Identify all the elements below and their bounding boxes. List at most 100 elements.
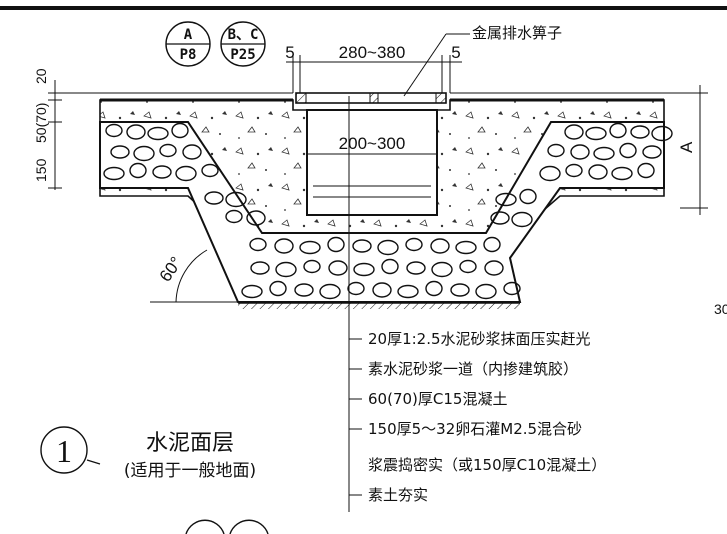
gravel-stone	[459, 259, 477, 274]
detail-number-underline	[86, 459, 101, 465]
layer-label-4: 浆震捣密实（或150厚C10混凝土）	[368, 456, 606, 474]
sheet-border-top	[0, 6, 727, 10]
gravel-stone	[372, 282, 392, 298]
gravel-stone	[204, 191, 224, 205]
gravel-stones	[103, 122, 673, 300]
ref-a-top: A	[184, 27, 193, 43]
gravel-layer	[99, 121, 665, 303]
gravel-stone	[503, 281, 521, 296]
dim-gap-left: 5	[285, 43, 294, 62]
gravel-stone	[159, 143, 177, 158]
gravel-stone	[651, 125, 673, 142]
gravel-stone	[630, 125, 650, 139]
dim-gap-right: 5	[451, 43, 460, 62]
layer-label-1: 素水泥砂浆一道（内掺建筑胶）	[368, 360, 578, 378]
gravel-stone	[609, 122, 627, 139]
gravel-stone	[275, 261, 297, 278]
gravel-stone	[593, 146, 615, 161]
gravel-stone	[565, 163, 583, 178]
ground-hatch	[238, 303, 520, 309]
gravel-stone	[152, 165, 172, 179]
angle-label: 60°	[156, 253, 186, 285]
gravel-stone	[241, 284, 263, 299]
layer-label-3: 150厚5～32卵石灌M2.5混合砂	[368, 420, 582, 438]
gravel-stone	[642, 145, 662, 159]
gravel-stone	[455, 240, 477, 255]
detail-subtitle: (适用于一般地面)	[124, 461, 256, 481]
gravel-stone	[484, 260, 504, 276]
gravel-stone	[182, 144, 202, 160]
partial-circle-left	[185, 519, 225, 534]
detail-number-circle	[40, 426, 88, 474]
ref-callout-bc: B、C P25	[220, 21, 266, 67]
gravel-stone	[637, 162, 655, 179]
gravel-stone	[110, 145, 130, 159]
gravel-stone	[425, 280, 443, 297]
gravel-stone	[405, 237, 423, 252]
gravel-stone	[511, 211, 533, 228]
gravel-stone	[588, 164, 608, 180]
dim-20: 20	[33, 68, 49, 84]
gravel-stone	[519, 188, 537, 205]
gravel-stone	[250, 261, 270, 275]
gravel-stone	[539, 165, 561, 182]
gravel-stone	[347, 281, 365, 296]
gravel-stone	[381, 258, 399, 275]
detail-number: 1	[56, 433, 72, 469]
gravel-stone	[397, 284, 419, 299]
gravel-stone	[611, 166, 633, 181]
dim-channel-width: 200~300	[339, 134, 406, 153]
gravel-stone	[249, 237, 267, 252]
gravel-stone	[353, 262, 375, 277]
gravel-stone	[246, 210, 266, 226]
angle-arc	[175, 249, 208, 303]
gravel-stone	[269, 280, 287, 297]
ref-bc-bottom: P25	[230, 47, 255, 63]
dim-grate-width: 280~380	[339, 43, 406, 62]
detail-title: 1 水泥面层 (适用于一般地面)	[40, 426, 256, 481]
gravel-stone	[490, 211, 510, 225]
gravel-stone	[450, 283, 470, 297]
gravel-stone	[294, 283, 314, 297]
gravel-stone	[175, 165, 197, 182]
gravel-stone	[147, 126, 169, 141]
gravel-stone	[303, 259, 321, 274]
gravel-stone	[328, 260, 348, 276]
gravel-stone	[377, 239, 399, 256]
dim-a: A	[677, 141, 696, 153]
gravel-stone	[225, 191, 247, 208]
dim-50-70: 50(70)	[33, 103, 49, 143]
gravel-stone	[570, 144, 590, 160]
edge-number: 30	[714, 301, 727, 317]
gravel-stone	[299, 240, 321, 255]
gravel-stone	[619, 142, 637, 159]
grate-leader	[403, 33, 447, 97]
layer-label-2: 60(70)厚C15混凝土	[368, 390, 507, 408]
gravel-stone	[129, 162, 147, 179]
layer-label-0: 20厚1:2.5水泥砂浆抹面压实赶光	[368, 330, 591, 348]
gravel-stone	[126, 124, 146, 140]
ref-bc-top: B、C	[228, 27, 259, 43]
layer-label-5: 素土夯实	[368, 486, 428, 504]
gravel-stone	[483, 236, 501, 253]
partial-circle-right	[229, 519, 269, 534]
detail-title-text: 水泥面层	[146, 431, 234, 456]
dim-150: 150	[33, 158, 49, 182]
drainage-channel	[306, 109, 438, 216]
gravel-stone	[274, 238, 294, 254]
gravel-stone	[585, 126, 607, 141]
ref-a-bottom: P8	[180, 47, 197, 63]
gravel-stone	[327, 236, 345, 253]
gravel-stone	[133, 145, 155, 162]
gravel-stone	[430, 238, 450, 254]
gravel-stone	[201, 163, 219, 178]
grate-bar-right	[435, 92, 447, 104]
gravel-stone	[352, 239, 372, 253]
gravel-stone	[319, 283, 341, 300]
gravel-stone	[564, 124, 584, 140]
gravel-stone	[406, 261, 426, 275]
gravel-stone	[495, 192, 517, 207]
gravel-stone	[225, 209, 243, 224]
